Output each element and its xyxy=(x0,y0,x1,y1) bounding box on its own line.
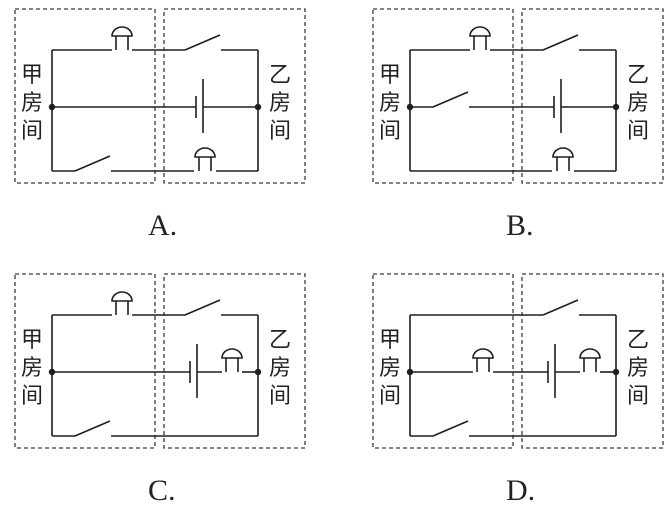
bell-right-icon xyxy=(194,147,216,171)
switch-right-icon xyxy=(184,299,221,316)
battery-icon xyxy=(189,344,198,398)
switch-left-icon xyxy=(432,420,469,437)
switch-left-icon xyxy=(74,155,111,172)
room-left-label-char: 间 xyxy=(379,384,401,409)
switch-right-icon xyxy=(542,299,579,316)
bell-right-icon xyxy=(221,348,243,372)
bell-dome xyxy=(111,291,133,302)
option-label: C. xyxy=(148,474,176,506)
room-right-box xyxy=(163,273,306,449)
room-left-box xyxy=(14,273,156,449)
room-left-box xyxy=(372,8,514,184)
switch-blade xyxy=(542,34,579,51)
bell-left-icon xyxy=(111,291,133,315)
bell-dome xyxy=(579,348,601,359)
bell-dome xyxy=(194,147,216,158)
room-left-box xyxy=(14,8,156,184)
switch-blade xyxy=(432,91,469,108)
bell-left-icon xyxy=(111,26,133,50)
room-left-label-char: 甲 xyxy=(379,328,401,353)
switch-left-icon xyxy=(432,91,469,108)
room-right-label-char: 房 xyxy=(269,356,291,381)
room-right-label-char: 乙 xyxy=(627,63,649,88)
bell-left-icon xyxy=(472,348,494,372)
room-right-label-char: 房 xyxy=(269,91,291,116)
battery-icon xyxy=(553,79,562,133)
room-left-label-char: 房 xyxy=(379,91,401,116)
bell-dome xyxy=(472,348,494,359)
switch-blade xyxy=(74,155,111,172)
room-left-label-char: 间 xyxy=(21,384,43,409)
bell-dome xyxy=(221,348,243,359)
room-right-label-char: 房 xyxy=(627,91,649,116)
bell-dome xyxy=(469,26,491,37)
room-right-label-char: 乙 xyxy=(269,328,291,353)
room-right-label-char: 间 xyxy=(627,119,649,144)
switch-blade xyxy=(432,420,469,437)
room-right-box xyxy=(521,8,664,184)
switch-right-icon xyxy=(542,34,579,51)
bell-left-icon xyxy=(469,26,491,50)
room-left-label-char: 房 xyxy=(21,356,43,381)
bell-right-icon xyxy=(552,147,574,171)
switch-left-icon xyxy=(74,420,111,437)
room-left-label-char: 间 xyxy=(379,119,401,144)
bell-dome xyxy=(111,26,133,37)
room-left-label-char: 房 xyxy=(379,356,401,381)
switch-blade xyxy=(74,420,111,437)
room-left-box xyxy=(372,273,514,449)
room-left-label-char: 甲 xyxy=(21,328,43,353)
battery-icon xyxy=(547,344,556,398)
switch-right-icon xyxy=(184,34,221,51)
room-left-label-char: 间 xyxy=(21,119,43,144)
room-left-label-char: 房 xyxy=(21,91,43,116)
room-right-label-char: 间 xyxy=(269,119,291,144)
room-right-label-char: 乙 xyxy=(627,328,649,353)
room-right-box xyxy=(163,8,306,184)
room-right-label-char: 间 xyxy=(627,384,649,409)
battery-icon xyxy=(195,79,204,133)
bell-right-icon xyxy=(579,348,601,372)
room-right-label-char: 房 xyxy=(627,356,649,381)
switch-blade xyxy=(184,299,221,316)
switch-blade xyxy=(542,299,579,316)
room-left-label-char: 甲 xyxy=(21,63,43,88)
switch-blade xyxy=(184,34,221,51)
room-right-label-char: 乙 xyxy=(269,63,291,88)
room-right-box xyxy=(521,273,664,449)
option-label: A. xyxy=(148,209,177,242)
bell-dome xyxy=(552,147,574,158)
room-right-label-char: 间 xyxy=(269,384,291,409)
option-label: B. xyxy=(506,209,534,242)
option-label: D. xyxy=(506,474,535,506)
room-left-label-char: 甲 xyxy=(379,63,401,88)
